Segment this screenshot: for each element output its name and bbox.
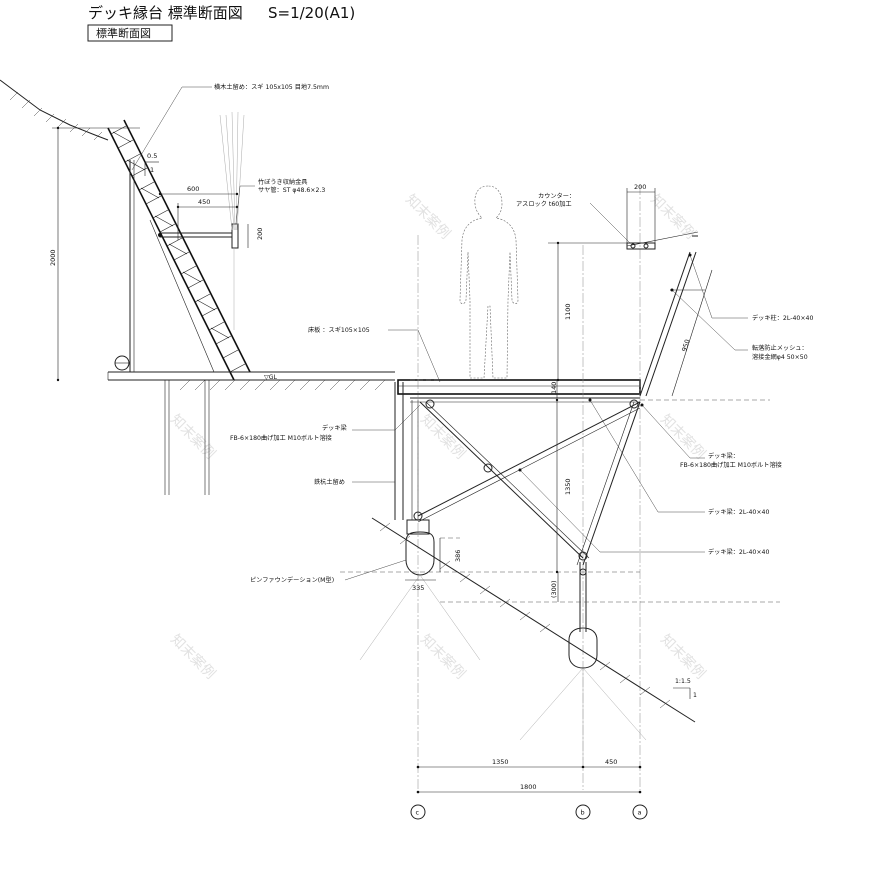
note-counter: カウンター： [538, 192, 575, 200]
drawing-title: デッキ縁台 標準断面図 [88, 4, 243, 22]
note-deck-beam-left-2: FB-6×180曲げ加工 M10ボルト溶接 [230, 434, 332, 442]
dim-1100: 1100 [564, 303, 572, 320]
note-deck-post: デッキ柱：2L-40×40 [752, 314, 813, 322]
drawing-scale: S=1/20(A1) [268, 4, 355, 22]
note-retaining-board: 横木土留め：スギ 105x105 目地7.5mm [214, 83, 329, 91]
upper-left-annotations: 横木土留め：スギ 105x105 目地7.5mm 0.5 1 600 450 2… [49, 83, 329, 382]
dim-450-h: 450 [605, 758, 617, 766]
note-floor-board: 床板 ：スギ105×105 [308, 326, 370, 334]
grid-label-a: a [638, 809, 642, 817]
grid-marker-b [575, 804, 591, 820]
svg-text:知末案例: 知末案例 [402, 191, 454, 243]
note-slope-1: 1 [693, 692, 697, 699]
dim-2000: 2000 [49, 249, 57, 266]
bottom-dimensions: 1350 450 1800 c b a [410, 758, 648, 820]
note-gl: ▽GL [264, 374, 278, 381]
note-slope: 1:1.5 [675, 678, 691, 685]
note-steel-pile: 鉄杭土留め [314, 478, 345, 486]
note-pin-foundation: ピンファウンデーション(M型) [250, 576, 334, 584]
dim-600: 600 [187, 185, 199, 193]
dim-450-top: 450 [198, 198, 210, 206]
note-fall-mesh-1: 転落防止メッシュ： [752, 344, 808, 352]
svg-text:知末案例: 知末案例 [417, 631, 469, 683]
note-deck-beam-2l-b: デッキ梁：2L-40×40 [708, 548, 769, 556]
note-bamboo-holder: 竹ぼうき収納金具 [258, 178, 308, 186]
dim-1800: 1800 [520, 783, 537, 791]
dim-slope-side: 1 [150, 166, 154, 174]
dim-1350-h: 1350 [492, 758, 509, 766]
note-bamboo-pipe: サヤ管：ST φ48.6×2.3 [258, 186, 325, 194]
note-fall-mesh-2: 溶接金網φ4 50×50 [752, 353, 808, 361]
grid-marker-a [632, 804, 648, 820]
note-deck-beam-right-2: FB-6×180曲げ加工 M10ボルト溶接 [680, 461, 782, 469]
svg-text:知末案例: 知末案例 [657, 411, 709, 463]
dim-386: 386 [454, 550, 462, 562]
grid-label-b: b [581, 809, 585, 817]
human-figure [459, 185, 519, 379]
dim-slope-top: 0.5 [147, 152, 157, 160]
dim-140: 140 [550, 382, 558, 394]
svg-text:知末案例: 知末案例 [657, 631, 709, 683]
section-label: 標準断面図 [96, 26, 151, 40]
dim-200-counter: 200 [634, 183, 646, 191]
deck-annotations: カウンター： アスロック t60加工 200 1100 950 床板 ：スギ10… [230, 183, 813, 699]
grid-label-c: c [416, 809, 420, 817]
dim-335: 335 [412, 584, 424, 592]
section-label-box [87, 24, 173, 42]
note-counter-material: アスロック t60加工 [516, 200, 572, 208]
dim-950: 950 [680, 338, 691, 352]
note-deck-beam-2l-a: デッキ梁：2L-40×40 [708, 508, 769, 516]
svg-text:知末案例: 知末案例 [167, 411, 219, 463]
dim-300: (300) [550, 581, 558, 598]
dim-1350-v: 1350 [564, 478, 572, 495]
upper-slope [0, 79, 395, 495]
note-deck-beam-right-1: デッキ梁： [708, 452, 739, 460]
dim-200-left: 200 [256, 228, 264, 240]
deck-structure [340, 185, 780, 790]
lower-slope [371, 517, 696, 723]
grid-marker-c [410, 804, 426, 820]
note-deck-beam-left-1: デッキ梁 [322, 424, 347, 432]
svg-text:知末案例: 知末案例 [167, 631, 219, 683]
